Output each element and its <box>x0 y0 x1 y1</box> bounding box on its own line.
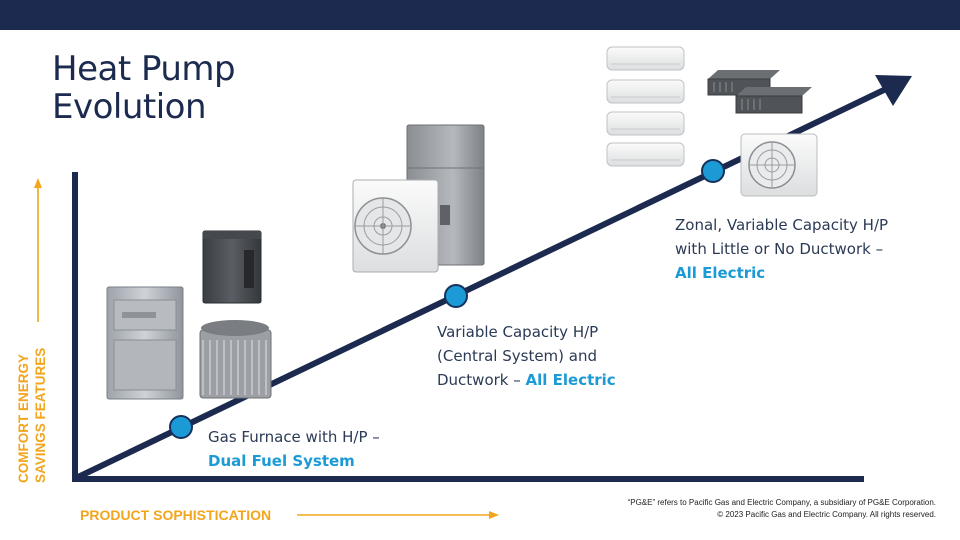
stage-2-line-3: Ductwork – All Electric <box>437 368 616 392</box>
y-axis-label-line-1: COMFORT ENERGY <box>16 353 31 483</box>
stage-label-2: Variable Capacity H/P (Central System) a… <box>437 320 616 392</box>
stage-3-highlight: All Electric <box>675 264 766 282</box>
stage-marker-3 <box>701 159 725 183</box>
title-line-2: Evolution <box>52 87 207 127</box>
page-title: Heat Pump Evolution <box>52 49 236 127</box>
condenser-icon <box>199 320 272 399</box>
x-axis-line <box>72 476 864 482</box>
footer-line-1: “PG&E” refers to Pacific Gas and Electri… <box>627 498 936 507</box>
stage-1-line-1: Gas Furnace with H/P – <box>208 428 380 446</box>
y-axis-label: COMFORT ENERGY SAVINGS FEATURES <box>15 348 49 483</box>
y-axis-label-line-2: SAVINGS FEATURES <box>33 347 48 483</box>
footer-disclaimer: “PG&E” refers to Pacific Gas and Electri… <box>628 497 936 521</box>
stage-label-3: Zonal, Variable Capacity H/P with Little… <box>675 213 888 285</box>
y-axis-line <box>72 172 78 479</box>
stage-marker-1 <box>169 415 193 439</box>
stage-2-line-2: (Central System) and <box>437 347 598 365</box>
x-axis-label: PRODUCT SOPHISTICATION <box>80 507 272 523</box>
ducted-unit-icon <box>707 70 812 114</box>
stage-2-highlight: All Electric <box>525 371 616 389</box>
title-line-1: Heat Pump <box>52 49 236 89</box>
stage-2-line-3-text: Ductwork – <box>437 371 526 389</box>
x-axis-orange-arrow <box>297 511 499 519</box>
outdoor-heat-pump-icon <box>352 179 439 273</box>
top-banner <box>0 0 960 30</box>
stage-3-line-2: with Little or No Ductwork – <box>675 240 884 258</box>
footer-line-2: © 2023 Pacific Gas and Electric Company.… <box>717 510 936 519</box>
stage-label-1: Gas Furnace with H/P – Dual Fuel System <box>208 425 380 473</box>
stage-2-line-1: Variable Capacity H/P <box>437 323 599 341</box>
wall-mount-unit-icon <box>606 46 685 167</box>
evaporator-coil-icon <box>202 230 262 304</box>
stage-3-line-1: Zonal, Variable Capacity H/P <box>675 216 889 234</box>
y-axis-orange-arrow <box>34 178 42 322</box>
stage-1-highlight: Dual Fuel System <box>208 452 355 470</box>
stage-marker-2 <box>444 284 468 308</box>
furnace-icon <box>106 286 184 400</box>
mini-split-outdoor-icon <box>740 133 818 197</box>
